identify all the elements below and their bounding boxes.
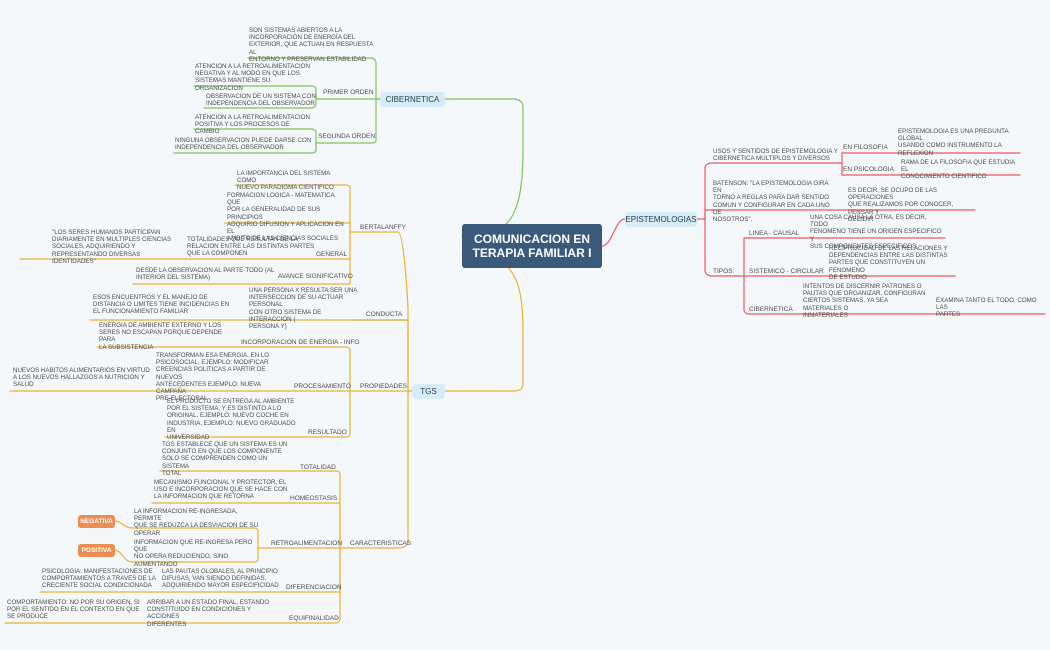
filosofia-text: EPISTEMOLOGIA ES UNA PREGUNTA GLOBAL USA… (898, 128, 1009, 157)
center-topic[interactable]: COMUNICACION EN TERAPIA FAMILIAR I (462, 224, 602, 268)
procesamiento-text: TRANSFORMAN ESA ENERGIA, EN LO PSICOSOCI… (156, 352, 270, 403)
resultado-label[interactable]: RESULTADO (308, 429, 347, 436)
resultado-text: EL PRODUCTO SE ENTREGA AL AMBIENTE POR E… (167, 398, 296, 442)
procesamiento-label[interactable]: PROCESAMIENTO (294, 383, 351, 390)
avance-label[interactable]: AVANCE SIGNIFICATIVO (278, 273, 353, 280)
filosofia-label[interactable]: EN FILOSOFIA (843, 144, 888, 151)
general-text: TOTALIDADES QUE RESULTAN DE LA RELACION … (187, 236, 315, 258)
branch-cibernetica[interactable]: CIBERNETICA (380, 92, 445, 107)
epist-cibernetica-text: INTENTOS DE DISCERNIR PATRONES O PAUTAS … (803, 283, 926, 319)
bateson-quote: BATENSON: "LA EPISTEMOLOGIA GIRA EN TORN… (713, 180, 830, 224)
branch-epistemologias[interactable]: EPISTEMOLOGIAS (625, 212, 697, 227)
caracteristicas-label[interactable]: CARACTERISTICAS (350, 540, 412, 547)
retroalimentacion-label[interactable]: RETROALIMENTACION (271, 540, 343, 547)
negativa-tag[interactable]: NEGATIVA (78, 515, 115, 528)
equifinalidad-label[interactable]: EQUIFINALIDAD (289, 615, 339, 622)
psicologia-text: RAMA DE LA FILOSOFIA QUE ESTUDIA EL CONO… (901, 159, 1015, 181)
homeostasis-label[interactable]: HOMEOSTASIS (290, 495, 338, 502)
lineal-label[interactable]: LINEA - CAUSAL (749, 230, 800, 237)
sistemico-text: RECIPROCIDAD DE LAS RELACIONES Y DEPENDE… (829, 245, 948, 281)
incorporacion-text: ENERGIA DE AMBIENTE EXTERNO Y LOS SERES … (99, 322, 222, 351)
epist-usos: USOS Y SENTIDOS DE EPISTEMOLOGIA Y CIBER… (713, 148, 838, 163)
primer-orden-label[interactable]: PRIMER ORDEN (323, 89, 374, 96)
diferenciacion-label[interactable]: DIFERENCIACION (286, 584, 342, 591)
positiva-text: INFORMACION QUE RE-INGRESA PERO QUE NO O… (134, 539, 253, 568)
epist-cibernetica-label[interactable]: CIBERNETICA (749, 306, 793, 313)
bateson-text: ES DECIR, SE OCUPO DE LAS OPERACIONES QU… (848, 187, 954, 223)
conducta-text: UNA PERSONA X RESULTA SER UNA INTERSECCI… (249, 287, 358, 331)
equifinalidad-extra: COMPORTAMIENTO: NO POR SU ORIGEN, SI POR… (7, 599, 140, 621)
diferenciacion-text: LAS PAUTAS GLOBALES, AL PRINCIPIO DIFUSA… (162, 568, 279, 590)
bertalanffy-importancia: LA IMPORTANCIA DEL SISTEMA COMO NUEVO PA… (237, 170, 334, 192)
psicologia-label[interactable]: EN PSICOLOGIA (843, 166, 894, 173)
primer-orden-item: OBSERVACION DE UN SISTEMA CON INDEPENDEN… (206, 93, 316, 108)
incorporacion-label[interactable]: INCORPORACION DE ENERGIA - INFO (241, 339, 360, 346)
negativa-text: LA INFORMACION RE-INGRESADA, PERMITE QUE… (134, 508, 259, 537)
totalidad-text: TGS ESTABLECE QUE UN SISTEMA ES UN CONJU… (162, 441, 288, 477)
conducta-extra: ESOS ENCUENTROS Y EL MANEJO DE DISTANCIA… (93, 294, 230, 316)
lineal-text: UNA COSA CAUSA LA OTRA, ES DECIR, TODO F… (810, 214, 942, 250)
segunda-orden-item: ATENCION A LA RETROALIMENTACION POSITIVA… (195, 114, 310, 136)
bertalanffy-label[interactable]: BERTALANFFY (360, 224, 406, 231)
primer-orden-item: ATENCION A LA RETROALIMENTACION NEGATIVA… (195, 63, 310, 92)
positiva-tag[interactable]: POSITIVA (78, 544, 115, 557)
totalidad-label[interactable]: TOTALIDAD (300, 464, 336, 471)
general-label[interactable]: GENERAL (316, 251, 348, 258)
equifinalidad-text: ARRIBAR A UN ESTADO FINAL, ESTANDO CONST… (147, 599, 270, 628)
propiedades-label[interactable]: PROPIEDADES (360, 383, 407, 390)
epist-cibernetica-extra: EXAMINA TANTO EL TODO, COMO LAS PARTES (936, 297, 1037, 319)
bertalanffy-formacion: FORMACION LOGICA - MATEMATICA QUE POR LA… (227, 192, 344, 243)
homeostasis-text: MECANISMO FUNCIONAL Y PROTECTOR, EL USO … (154, 479, 288, 501)
segunda-orden-item: NINGUNA OBSERVACION PUEDE DARSE CON INDE… (175, 137, 312, 152)
sistemico-label[interactable]: SISTEMICO - CIRCULAR (749, 268, 824, 275)
segunda-orden-label[interactable]: SEGUNDA ORDEN (318, 133, 376, 140)
diferenciacion-extra: PSICOLOGIA: MANIFESTACIONES DE COMPORTAM… (42, 568, 156, 590)
tipos-label[interactable]: TIPOS: (713, 268, 735, 275)
general-quote: "LOS SERES HUMANOS PARTICIPAN DIARIAMENT… (52, 229, 172, 265)
avance-text: DESDE LA OBSERVACION AL PARTE-TODO (AL I… (136, 267, 275, 282)
procesamiento-extra: NUEVOS HABITOS ALIMENTARIOS EN VIRTUD A … (13, 367, 150, 389)
conducta-label[interactable]: CONDUCTA (366, 311, 403, 318)
branch-tgs[interactable]: TGS (412, 384, 445, 399)
cibernetica-intro: SON SISTEMAS ABIERTOS A LA INCORPORACIÓN… (249, 27, 374, 63)
